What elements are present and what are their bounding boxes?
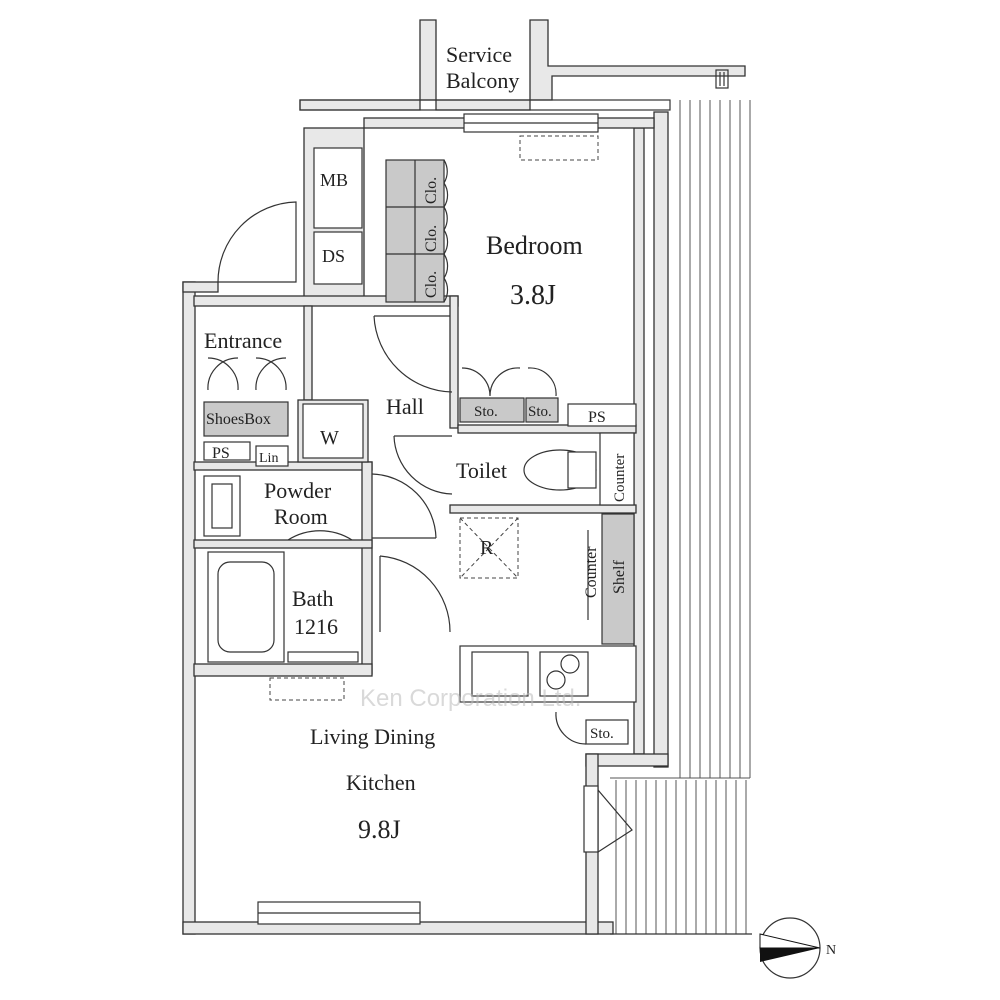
bedroom-size: 3.8J <box>510 280 556 311</box>
ldk-size: 9.8J <box>358 815 401 844</box>
shelf-label: Shelf <box>611 560 628 594</box>
entrance-label: Entrance <box>204 328 282 353</box>
compass: N <box>759 917 836 979</box>
hall-label: Hall <box>386 394 424 419</box>
windows <box>257 113 599 925</box>
fixtures <box>203 135 637 745</box>
bath-size: 1216 <box>294 614 338 639</box>
toilet-counter-label: Counter <box>612 454 628 502</box>
kitchen-counter-label: Counter <box>583 546 600 598</box>
washer-label: W <box>320 427 339 449</box>
compass-north-label: N <box>826 943 836 958</box>
kitchen-storage-label: Sto. <box>590 726 614 742</box>
ldk-label-1: Living Dining <box>310 724 435 749</box>
storage-label-1: Sto. <box>474 404 498 420</box>
service-balcony-label-1: Service <box>446 42 512 67</box>
doors <box>207 201 633 853</box>
watermark: Ken Corporation Ltd. <box>360 685 581 712</box>
storage-label-2: Sto. <box>528 404 552 420</box>
bedroom-closets <box>385 159 449 303</box>
outer-walls <box>182 19 746 935</box>
bath-label: Bath <box>292 586 334 611</box>
shoes-box-label: ShoesBox <box>206 411 271 428</box>
ps-right-label: PS <box>588 409 606 426</box>
balcony-decking <box>610 69 752 935</box>
mb-label: MB <box>320 170 348 190</box>
closet-label-1: Clo. <box>423 177 440 204</box>
ps-left-label: PS <box>212 445 230 462</box>
interior-walls <box>193 295 637 677</box>
room-labels: Service Balcony MB DS Clo. Clo. Clo. Bed… <box>204 42 628 844</box>
refrigerator-label: R <box>480 537 494 559</box>
powder-room-label-2: Room <box>274 504 328 529</box>
service-balcony-label-2: Balcony <box>446 68 519 93</box>
closet-label-3: Clo. <box>423 271 440 298</box>
linen-label: Lin <box>259 451 278 466</box>
ldk-label-2: Kitchen <box>346 770 416 795</box>
bedroom-label: Bedroom <box>486 231 583 260</box>
powder-room-label-1: Powder <box>264 478 332 503</box>
ds-label: DS <box>322 246 345 266</box>
closet-label-2: Clo. <box>423 225 440 252</box>
toilet-label: Toilet <box>456 458 507 483</box>
